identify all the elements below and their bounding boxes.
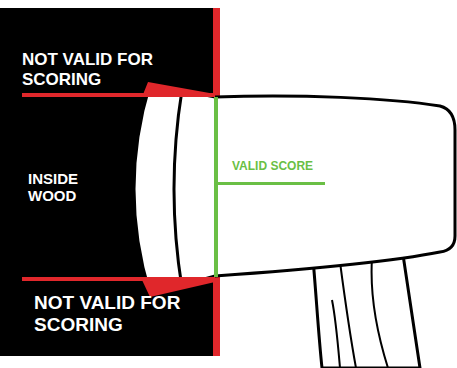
invalid-zone-label: NOT VALID FOR SCORING (34, 292, 184, 336)
invalid-zone-label: NOT VALID FOR SCORING (22, 50, 162, 89)
inside-wood-label: INSIDE WOOD (28, 170, 90, 205)
axe-head (134, 84, 455, 294)
valid-score-line (214, 97, 218, 277)
valid-score-leader (218, 182, 325, 185)
blade-bevel (174, 90, 182, 288)
handle-grain (332, 258, 388, 368)
valid-score-label: VALID SCORE (232, 160, 313, 174)
top-invalid-zone (142, 82, 215, 97)
